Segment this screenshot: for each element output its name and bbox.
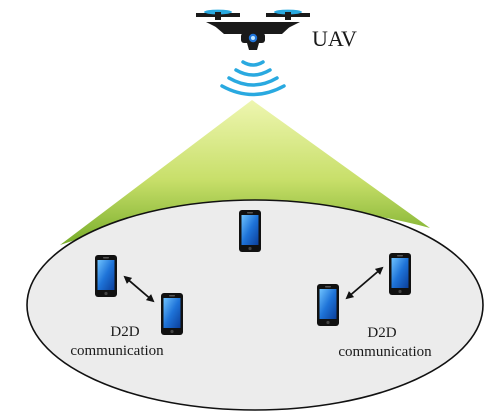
d2d-left-label-line1: D2D — [110, 324, 139, 340]
smartphone-icon — [317, 284, 339, 326]
smartphone-icon — [239, 210, 261, 252]
d2d-right-label-line2: communication — [338, 344, 432, 360]
smartphone-icon — [389, 253, 411, 295]
d2d-right-label-line1: D2D — [367, 325, 396, 341]
drone-icon — [196, 9, 310, 50]
wireless-signal-icon — [220, 60, 286, 97]
d2d-left-label-line2: communication — [70, 343, 164, 359]
uav-label: UAV — [312, 26, 357, 51]
smartphone-icon — [161, 293, 183, 335]
d2d-link-arrow-right — [345, 266, 384, 300]
smartphone-icon — [95, 255, 117, 297]
ground-coverage-ellipse — [26, 199, 484, 411]
d2d-link-arrow-left — [123, 275, 155, 303]
